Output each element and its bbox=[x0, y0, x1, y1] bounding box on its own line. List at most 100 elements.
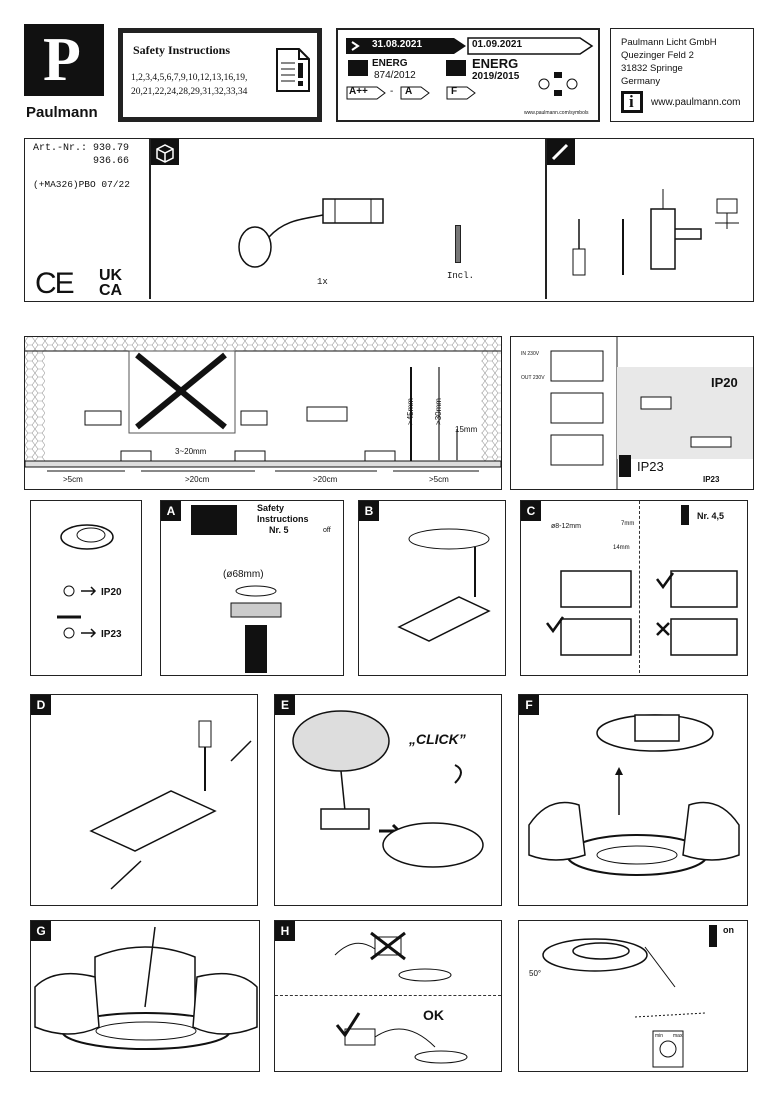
energy-class-new-tag bbox=[446, 86, 476, 100]
ukca-mark-line-2: CA bbox=[99, 282, 123, 299]
dim-mid-2: >20cm bbox=[313, 475, 338, 484]
hole-saw-drawing bbox=[230, 585, 282, 673]
info-icon: i bbox=[621, 91, 643, 113]
safety-title: Safety Instructions bbox=[133, 43, 231, 57]
step-c-letter: C bbox=[521, 501, 541, 521]
driver-box-closing-drawing bbox=[89, 720, 252, 890]
contents-qty-lamp: 1x bbox=[317, 277, 328, 287]
screwdriver-header-icon bbox=[547, 139, 575, 165]
step-g-letter: G bbox=[31, 921, 51, 941]
terminal-blocks-drawing bbox=[546, 570, 738, 656]
downlight-icon bbox=[60, 524, 114, 550]
step-d-letter: D bbox=[31, 695, 51, 715]
safety-instructions-box: Safety Instructions 1,2,3,4,5,6,7,9,10,1… bbox=[118, 28, 322, 122]
depth-30: >30mm bbox=[433, 398, 443, 425]
ce-mark: CE bbox=[35, 267, 75, 300]
energy-word-new: ENERG bbox=[472, 56, 519, 71]
step-e-panel: E „CLICK” bbox=[274, 694, 502, 906]
step-b-panel: B bbox=[358, 500, 506, 676]
driver-box-open-drawing bbox=[397, 528, 491, 642]
dim-mid-1: >20cm bbox=[185, 475, 210, 484]
ceiling-cross-section bbox=[24, 337, 502, 472]
step-c-panel: C ø8-12mm 7mm 14mm Nr. 4,5 bbox=[520, 500, 748, 676]
energy-date-new: 01.09.2021 bbox=[472, 39, 523, 50]
package-icon bbox=[151, 139, 179, 165]
wiring-in-label: IN 230V bbox=[521, 351, 540, 357]
ip-panel-ip20: IP20 bbox=[101, 587, 122, 598]
brand-name: Paulmann bbox=[26, 104, 98, 121]
safety-numbers-2: 20,21,22,24,28,29,31,32,33,34 bbox=[131, 87, 248, 97]
ip-arrows-icon bbox=[57, 585, 97, 639]
energy-word-old: ENERG bbox=[372, 58, 408, 69]
step-f-letter: F bbox=[519, 695, 539, 715]
energy-url: www.paulmann.com/symbols bbox=[524, 110, 589, 116]
step-h-ok: OK bbox=[423, 1007, 444, 1023]
energy-reg-old: 874/2012 bbox=[374, 70, 416, 81]
wiring-diagram: IN 230V OUT 230V IP20 IP23 IP23 bbox=[510, 336, 754, 490]
wiring-out-label: OUT 230V bbox=[521, 375, 545, 381]
step-i-dim-max: max bbox=[673, 1033, 683, 1039]
ceiling-insertion-drawing bbox=[528, 714, 740, 876]
energy-class-old-from: A++ bbox=[349, 86, 368, 97]
wiring-ip23-small: IP23 bbox=[703, 475, 720, 484]
company-line-1: Paulmann Licht GmbH bbox=[621, 37, 717, 48]
energy-class-old-to: A bbox=[405, 86, 413, 97]
energy-class-new: F bbox=[451, 86, 458, 97]
step-h-letter: H bbox=[275, 921, 295, 941]
step-i-on: on bbox=[723, 925, 734, 935]
driver-placement-drawing bbox=[334, 931, 468, 1064]
step-c-divider bbox=[639, 501, 641, 673]
company-line-2: Quezinger Feld 2 bbox=[621, 50, 694, 61]
lamp-with-driver-drawing bbox=[238, 198, 384, 268]
eu-flag-new-icon bbox=[446, 60, 466, 76]
ip-panel-ip23: IP23 bbox=[101, 629, 122, 640]
step-c-nr: Nr. 4,5 bbox=[697, 511, 725, 521]
step-f-panel: F bbox=[518, 694, 748, 906]
article-number-2: 936.66 bbox=[93, 156, 130, 167]
step-b-letter: B bbox=[359, 501, 379, 521]
arrow-old-icon bbox=[346, 38, 466, 54]
depth-45: >45mm bbox=[405, 398, 415, 425]
step-c-strip-2: 7mm bbox=[621, 521, 635, 527]
step-c-strip-3: 14mm bbox=[613, 545, 630, 551]
article-code: (+MA326)PBO 07/22 bbox=[33, 179, 130, 190]
installation-diagram: >5cm 3~20mm >20cm >20cm >5cm >45mm >30mm… bbox=[24, 336, 502, 490]
step-e-letter: E bbox=[275, 695, 295, 715]
lamp-insertion-drawing bbox=[292, 710, 484, 868]
step-e-click: „CLICK” bbox=[409, 731, 466, 747]
step-a-safety-1: Safety bbox=[257, 503, 285, 513]
step-d-panel: D bbox=[30, 694, 258, 906]
tools-divider bbox=[545, 139, 547, 299]
step-g-panel: G bbox=[30, 920, 260, 1072]
tilt-and-dimmer-drawing bbox=[542, 938, 706, 1068]
wiring-ip23: IP23 bbox=[637, 459, 664, 474]
step-i-angle: 50° bbox=[529, 969, 542, 978]
document-warning-icon bbox=[276, 48, 310, 92]
energy-class-old-to-tag bbox=[400, 86, 430, 100]
energy-reg-new: 2019/2015 bbox=[472, 71, 520, 82]
company-website: www.paulmann.com bbox=[651, 97, 741, 108]
dim-right: >5cm bbox=[429, 475, 449, 484]
dim-left: >5cm bbox=[63, 475, 83, 484]
company-line-3: 31832 Springe bbox=[621, 63, 683, 74]
lamp-symbols-icon bbox=[538, 72, 578, 96]
ip-rating-panel: IP20 IP23 bbox=[30, 500, 142, 676]
brand-logo: P bbox=[43, 26, 81, 94]
pressing-lamp-drawing bbox=[34, 926, 258, 1050]
warning-ip23-icon bbox=[619, 455, 631, 477]
step-a-off: off bbox=[323, 527, 331, 534]
step-i-panel: on 50° min max bbox=[518, 920, 748, 1072]
brand-block: P bbox=[24, 24, 104, 96]
company-line-4: Germany bbox=[621, 76, 661, 87]
contents-divider bbox=[149, 139, 151, 299]
energy-label-box: 31.08.2021 01.09.2021 ENERG 874/2012 ENE… bbox=[336, 28, 600, 122]
arrow-new-icon bbox=[467, 37, 594, 55]
warning-on-icon bbox=[709, 925, 717, 947]
screw-anchor-icon bbox=[455, 225, 461, 263]
article-number-1: 930.79 bbox=[93, 143, 130, 154]
warning-triangle-icon bbox=[191, 505, 237, 535]
safety-numbers-1: 1,2,3,4,5,6,7,9,10,12,13,16,19, bbox=[131, 73, 248, 83]
wiring-ip20: IP20 bbox=[711, 375, 738, 390]
step-a-nr: Nr. 5 bbox=[269, 525, 289, 535]
wiring-drawing bbox=[550, 337, 753, 489]
